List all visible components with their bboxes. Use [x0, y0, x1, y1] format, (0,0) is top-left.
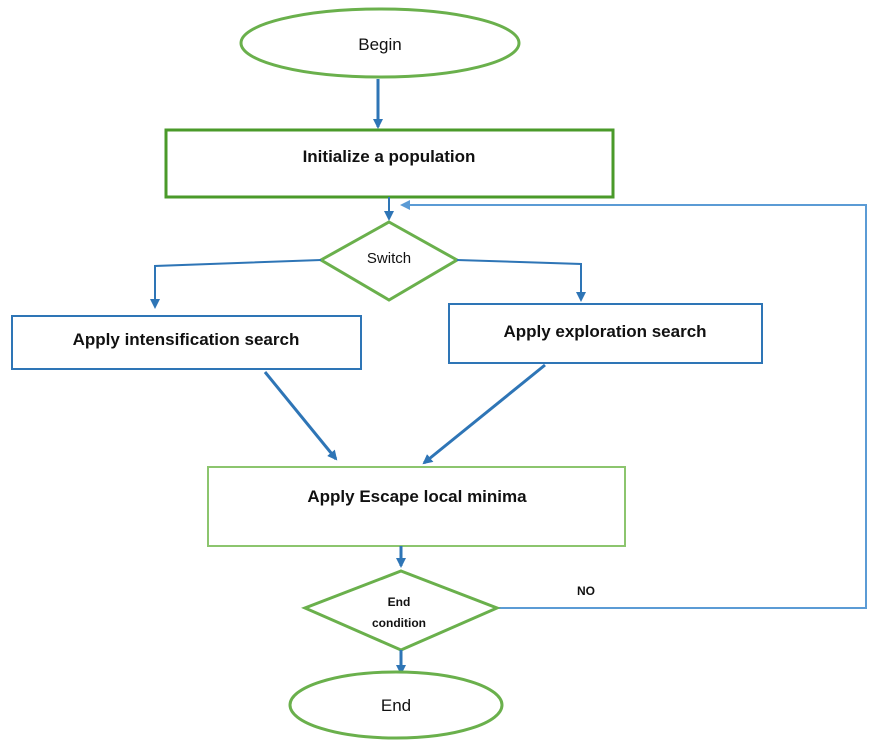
arrow-switch-to-intensification: [150, 259, 322, 309]
end-label: End: [381, 696, 411, 715]
exploration-node: [448, 303, 763, 364]
intensification-label: Apply intensification search: [73, 330, 300, 349]
end-condition-node: [301, 569, 501, 652]
init-node: [164, 128, 615, 199]
no-edge-label: NO: [577, 584, 595, 598]
init-label: Initialize a population: [303, 147, 476, 166]
arrow-intensification-to-escape: [263, 371, 338, 461]
arrow-switch-to-exploration: [456, 259, 586, 302]
begin-node: [239, 7, 521, 79]
escape-label: Apply Escape local minima: [307, 487, 527, 506]
end-node: [288, 670, 504, 740]
switch-node: [317, 220, 461, 302]
arrow-exploration-to-escape: [422, 363, 546, 465]
exploration-label: Apply exploration search: [503, 322, 706, 341]
begin-label: Begin: [358, 35, 401, 54]
loop-back-line: [400, 200, 867, 609]
intensification-node: [11, 315, 362, 370]
end-condition-label-line2: condition: [372, 616, 426, 630]
switch-label: Switch: [367, 250, 411, 267]
end-condition-label-line1: End: [388, 595, 411, 609]
escape-node: [207, 466, 626, 547]
